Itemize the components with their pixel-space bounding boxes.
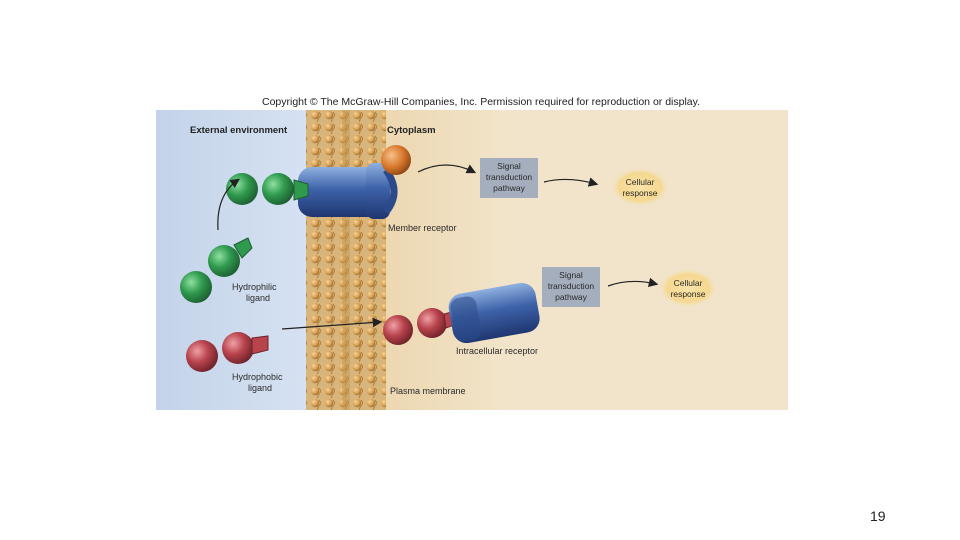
plasma-membrane-label: Plasma membrane xyxy=(390,386,466,396)
pathway-bottom-line-2: transduction xyxy=(548,281,595,291)
membrane-receptor xyxy=(298,163,398,219)
hydrophobic-ligand-label-line-1: Hydrophobic xyxy=(232,372,283,382)
pathway-top-line-1: Signal xyxy=(497,161,521,171)
external-environment-label: External environment xyxy=(190,125,288,136)
free-hydrophilic-ligand xyxy=(180,237,253,303)
signal-reception-figure: External environment Cytoplasm Hydrophil… xyxy=(156,110,788,410)
signal-molecule-bead xyxy=(381,145,411,175)
membrane-receptor-label: Member receptor xyxy=(388,223,457,233)
cellular-response-bottom-line-2: response xyxy=(671,289,706,299)
cytoplasm-label: Cytoplasm xyxy=(387,125,436,136)
hydrophobic-ligand-label-line-2: ligand xyxy=(248,383,272,393)
binding-arrow-curved xyxy=(217,178,240,231)
intracellular-receptor xyxy=(448,282,540,344)
cellular-response-bottom-line-1: Cellular xyxy=(674,278,703,288)
intracellular-receptor-label: Intracellular receptor xyxy=(456,346,538,356)
cellular-response-top-line-1: Cellular xyxy=(626,177,655,187)
signal-transduction-pathway-box-top xyxy=(480,158,538,198)
diffusion-arrow xyxy=(281,317,383,330)
pathway-top-line-3: pathway xyxy=(493,183,525,193)
cellular-response-glow-bottom xyxy=(658,268,718,308)
cellular-response-top-line-2: response xyxy=(623,188,658,198)
pathway-to-response-arrow-bottom xyxy=(607,277,659,288)
pathway-top-line-2: transduction xyxy=(486,172,533,182)
page-number: 19 xyxy=(870,508,886,524)
hydrophilic-ligand-label-line-1: Hydrophilic xyxy=(232,282,277,292)
copyright-notice: Copyright © The McGraw-Hill Companies, I… xyxy=(262,96,701,108)
free-hydrophobic-ligand xyxy=(186,332,269,372)
cytoplasm-region xyxy=(384,110,788,410)
cellular-response-glow-top xyxy=(610,167,670,207)
receptor-to-pathway-arrow-top xyxy=(417,164,477,174)
figure-canvas: External environment Cytoplasm Hydrophil… xyxy=(156,110,788,410)
signal-transduction-pathway-box-bottom xyxy=(542,267,600,307)
pathway-bottom-line-3: pathway xyxy=(555,292,587,302)
hydrophilic-ligand-label-line-2: ligand xyxy=(246,293,270,303)
pathway-bottom-line-1: Signal xyxy=(559,270,583,280)
pathway-to-response-arrow-top xyxy=(543,177,599,187)
